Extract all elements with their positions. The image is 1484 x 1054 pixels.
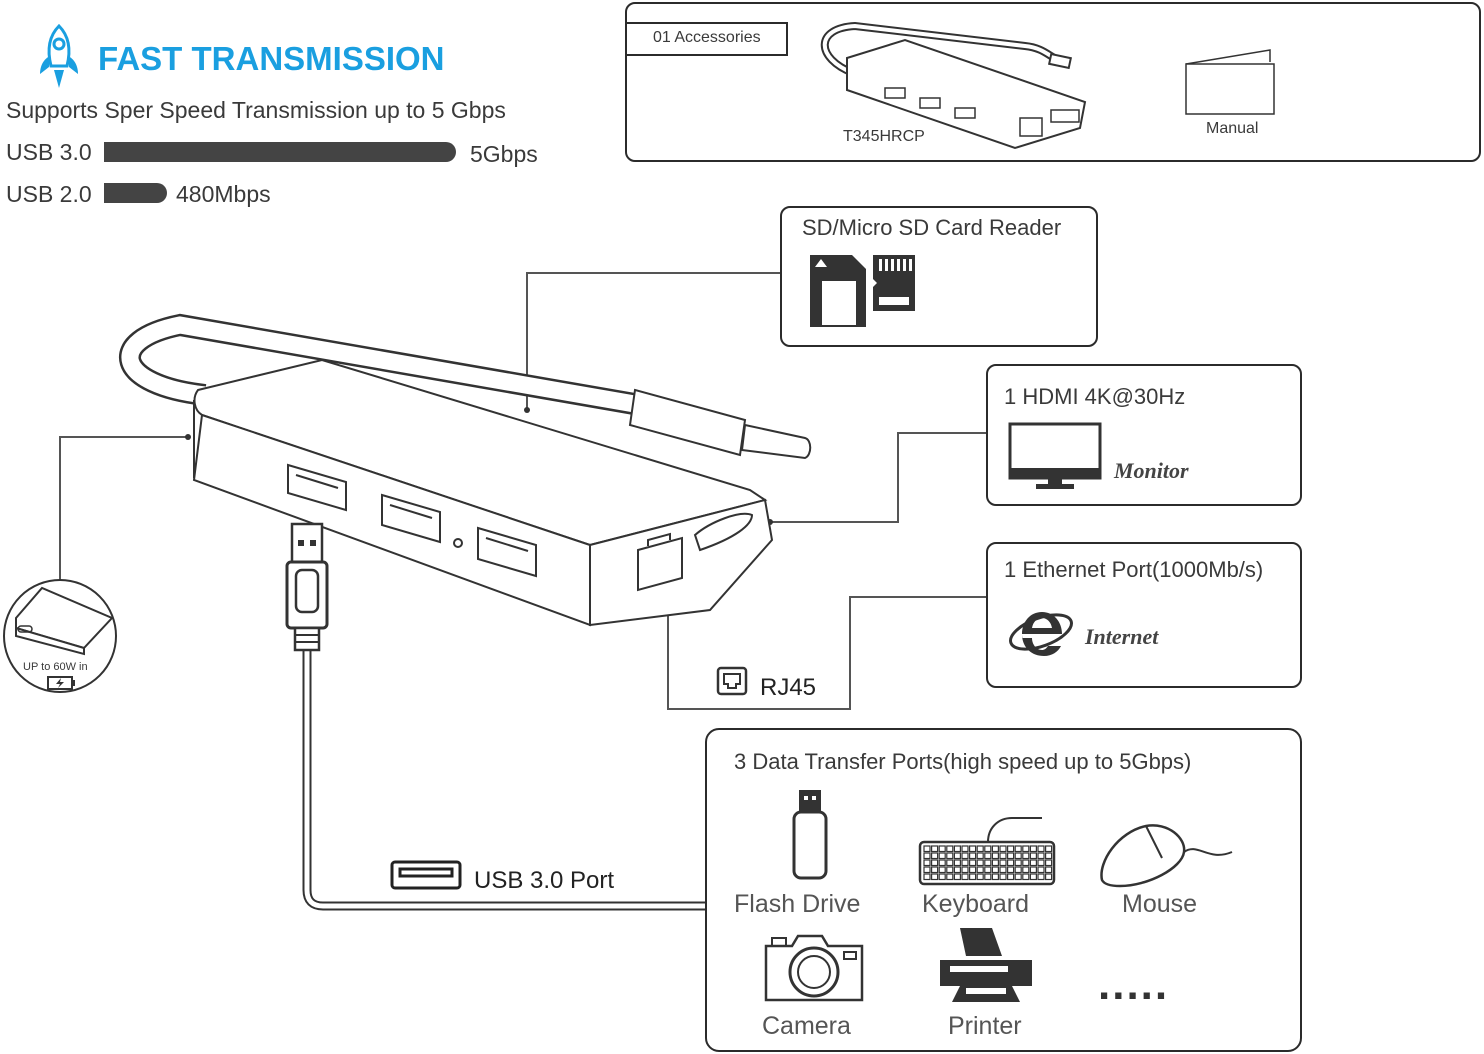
keyboard-label: Keyboard <box>922 890 1030 918</box>
usb2-speed-value: 480Mbps <box>176 181 271 207</box>
usb-c-hub-illustration <box>110 310 820 640</box>
sd-card-icon <box>808 253 868 329</box>
rj45-icon <box>716 666 748 696</box>
monitor-label: Monitor <box>1114 458 1189 483</box>
usb-port-label: USB 3.0 Port <box>474 867 615 894</box>
usb3-speed-label: USB 3.0 <box>6 139 92 165</box>
page-subtitle: Supports Sper Speed Transmission up to 5… <box>6 97 506 123</box>
ethernet-title: 1 Ethernet Port(1000Mb/s) <box>1004 557 1264 582</box>
ethernet-callout <box>986 542 1302 688</box>
power-delivery-badge <box>2 578 118 694</box>
internet-label: Internet <box>1085 624 1159 649</box>
printer-label: Printer <box>948 1012 1022 1040</box>
manual-label: Manual <box>1206 120 1259 137</box>
sd-card-reader-title: SD/Micro SD Card Reader <box>802 215 1062 240</box>
rj45-label: RJ45 <box>760 674 817 701</box>
usb3-speed-value: 5Gbps <box>470 141 538 167</box>
printer-icon <box>936 926 1036 1006</box>
accessories-tag-label: 01 Accessories <box>653 29 761 46</box>
usb-port-icon <box>390 860 462 890</box>
flash-drive-icon <box>790 788 830 882</box>
usb3-speed-bar <box>104 142 456 162</box>
accessories-tag <box>625 22 788 56</box>
camera-icon <box>762 930 866 1004</box>
usb2-speed-bar <box>104 183 167 203</box>
manual-icon <box>1182 48 1278 118</box>
monitor-icon <box>1008 422 1102 492</box>
hub-model-label: T345HRCP <box>843 128 925 145</box>
mouse-icon <box>1098 822 1236 888</box>
usb-a-plug-icon <box>284 522 330 654</box>
page-title: FAST TRANSMISSION <box>98 40 445 77</box>
data-ports-title: 3 Data Transfer Ports(high speed up to 5… <box>734 749 1192 774</box>
more-devices-ellipsis: ..... <box>1098 960 1170 1009</box>
mouse-label: Mouse <box>1122 890 1198 918</box>
power-delivery-label: UP to 60W in <box>23 661 88 673</box>
usb2-speed-label: USB 2.0 <box>6 181 92 207</box>
micro-sd-card-icon <box>871 253 917 313</box>
keyboard-icon <box>918 812 1056 886</box>
camera-label: Camera <box>762 1012 851 1040</box>
flash-drive-label: Flash Drive <box>734 890 861 918</box>
internet-browser-icon <box>1006 598 1076 662</box>
battery-charging-icon <box>47 676 77 690</box>
hub-thumbnail-icon <box>815 18 1095 153</box>
hdmi-title: 1 HDMI 4K@30Hz <box>1004 384 1186 409</box>
rocket-icon <box>34 22 84 92</box>
